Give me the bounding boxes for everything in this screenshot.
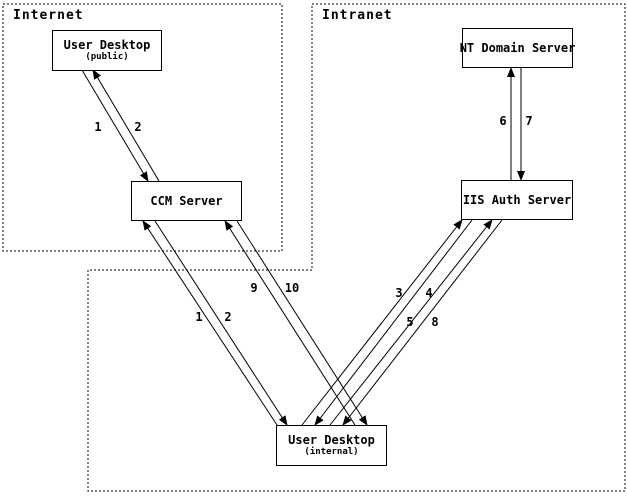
flow-label-10: 10 — [284, 281, 300, 295]
flow-line-9-internal-desktop-to-ccm — [224, 220, 356, 426]
internet-zone-label: Internet — [13, 8, 84, 23]
internet-zone-outline — [2, 3, 283, 252]
flow-label-5: 5 — [406, 315, 414, 329]
flow-line-8-iis-to-internal-desktop — [342, 219, 503, 426]
flow-label-internal-1: 1 — [195, 310, 203, 324]
node-user-desktop-internal-title: User Desktop — [288, 433, 375, 447]
node-iis-auth-server-title: IIS Auth Server — [462, 193, 572, 207]
node-user-desktop-public-title: User Desktop — [63, 38, 151, 52]
flow-line-2-ccm-to-internal-desktop — [154, 220, 288, 426]
intranet-zone-label: Intranet — [322, 8, 393, 23]
node-user-desktop-public: User Desktop (public) — [52, 30, 162, 71]
node-ccm-server-title: CCM Server — [150, 194, 223, 208]
flow-line-1-internal-desktop-to-ccm — [142, 220, 278, 426]
node-user-desktop-internal: User Desktop (internal) — [276, 425, 387, 466]
flow-label-7: 7 — [525, 114, 533, 128]
flow-label-6: 6 — [499, 114, 507, 128]
flow-line-1-public-desktop-to-ccm — [81, 69, 149, 182]
intranet-zone-outline — [87, 3, 626, 492]
node-nt-domain-server-title: NT Domain Server — [459, 41, 576, 55]
flow-label-9: 9 — [250, 281, 258, 295]
flow-line-5-internal-desktop-to-iis — [329, 219, 493, 426]
flow-label-public-2: 2 — [134, 120, 142, 134]
flow-label-8: 8 — [431, 315, 439, 329]
node-user-desktop-internal-subtitle: (internal) — [304, 447, 359, 457]
flow-line-2-ccm-to-public-desktop — [92, 69, 160, 182]
node-nt-domain-server: NT Domain Server — [459, 28, 576, 68]
flow-line-10-ccm-to-internal-desktop — [236, 220, 368, 426]
node-ccm-server: CCM Server — [131, 181, 242, 221]
flow-label-internal-2: 2 — [224, 310, 232, 324]
flow-line-3-internal-desktop-to-iis — [301, 219, 463, 426]
flow-label-public-1: 1 — [94, 120, 102, 134]
flow-label-4: 4 — [425, 286, 433, 300]
node-iis-auth-server: IIS Auth Server — [461, 180, 573, 220]
flow-label-3: 3 — [395, 286, 403, 300]
flow-line-4-iis-to-internal-desktop — [314, 219, 473, 426]
node-user-desktop-public-subtitle: (public) — [85, 52, 129, 62]
